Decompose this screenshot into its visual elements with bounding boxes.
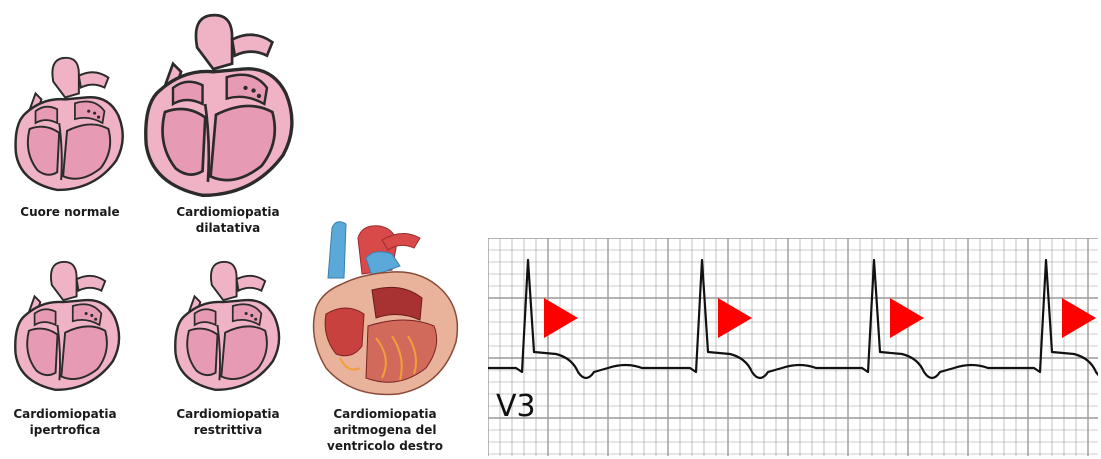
- caption-arrhythmogenic: Cardiomiopatia aritmogena del ventricolo…: [312, 406, 458, 454]
- caption-line: Cardiomiopatia: [312, 406, 458, 422]
- restrictive-heart-icon: [166, 258, 290, 392]
- normal-heart-icon: [6, 52, 134, 194]
- caption-line: Cardiomiopatia: [158, 204, 298, 220]
- caption-line: ventricolo destro: [312, 438, 458, 454]
- lead-label: V3: [496, 389, 536, 424]
- caption-restrictive: Cardiomiopatia restrittiva: [160, 406, 296, 438]
- arrhythmogenic-heart-icon: [302, 218, 462, 400]
- caption-line: Cardiomiopatia: [160, 406, 296, 422]
- caption-line: dilatativa: [158, 220, 298, 236]
- dilated-heart-icon: [132, 10, 308, 198]
- ecg-strip: V3: [488, 238, 1098, 456]
- hypertrophic-heart-icon: [6, 258, 130, 392]
- caption-normal: Cuore normale: [0, 204, 140, 220]
- ecg-background: [488, 238, 1098, 456]
- caption-dilated: Cardiomiopatia dilatativa: [158, 204, 298, 236]
- caption-hypertrophic: Cardiomiopatia ipertrofica: [0, 406, 130, 438]
- caption-line: Cuore normale: [0, 204, 140, 220]
- caption-line: ipertrofica: [0, 422, 130, 438]
- caption-line: Cardiomiopatia: [0, 406, 130, 422]
- caption-line: restrittiva: [160, 422, 296, 438]
- caption-line: aritmogena del: [312, 422, 458, 438]
